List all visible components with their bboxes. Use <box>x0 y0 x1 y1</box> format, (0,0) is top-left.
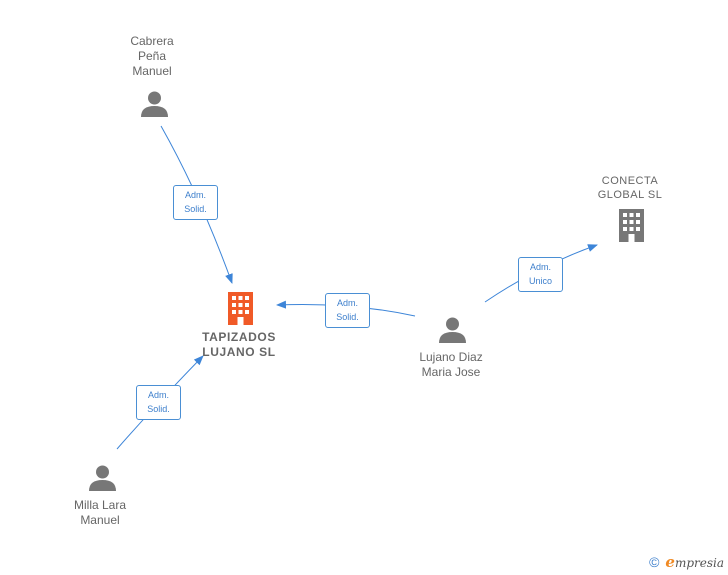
edge-label-line: Adm. <box>529 262 551 272</box>
edge-label-line: Solid. <box>147 404 170 414</box>
edge-label-line: Adm. <box>336 298 358 308</box>
node-label-line: Peña <box>137 49 167 63</box>
footer-brand[interactable]: © empresia <box>649 553 724 571</box>
node-label-line: Manuel <box>132 64 172 78</box>
edge-label-line: Adm. <box>184 190 206 200</box>
edge-label-lujano-tapizados[interactable]: Adm. Solid. <box>325 293 370 328</box>
node-label-line: Milla Lara <box>73 498 127 512</box>
edge-label-line: Unico <box>528 276 552 286</box>
node-label-cabrera[interactable]: Cabrera Peña Manuel <box>104 34 200 79</box>
node-label-line: Maria Jose <box>421 365 481 379</box>
node-label-line: Manuel <box>80 513 120 527</box>
brand-initial: e <box>665 553 675 571</box>
person-icon[interactable] <box>88 463 117 492</box>
node-label-tapizados[interactable]: TAPIZADOS LUJANO SL <box>185 330 293 360</box>
node-label-line: CONECTA <box>601 175 659 187</box>
copyright-icon: © <box>649 554 660 570</box>
node-label-line: TAPIZADOS <box>202 330 276 344</box>
node-label-line: Lujano Diaz <box>419 350 483 364</box>
node-label-lujano[interactable]: Lujano Diaz Maria Jose <box>400 350 502 380</box>
node-label-line: Cabrera <box>130 34 174 48</box>
brand-name: mpresia <box>674 556 724 570</box>
edge-label-line: Solid. <box>184 204 207 214</box>
node-label-milla[interactable]: Milla Lara Manuel <box>52 498 148 528</box>
edge-label-line: Solid. <box>336 312 359 322</box>
node-label-line: LUJANO SL <box>202 345 276 359</box>
main-company-building-icon[interactable] <box>225 291 256 327</box>
building-icon[interactable] <box>616 208 647 244</box>
edge-label-cabrera-tapizados[interactable]: Adm. Solid. <box>173 185 218 220</box>
edge-label-line: Adm. <box>147 390 169 400</box>
node-label-line: GLOBAL SL <box>597 189 663 201</box>
node-label-conecta[interactable]: CONECTA GLOBAL SL <box>580 174 680 202</box>
brand-logo: empresia <box>665 553 724 571</box>
person-icon[interactable] <box>140 89 169 118</box>
person-icon[interactable] <box>438 315 467 344</box>
edge-label-milla-tapizados[interactable]: Adm. Solid. <box>136 385 181 420</box>
edge-label-lujano-conecta[interactable]: Adm. Unico <box>518 257 563 292</box>
